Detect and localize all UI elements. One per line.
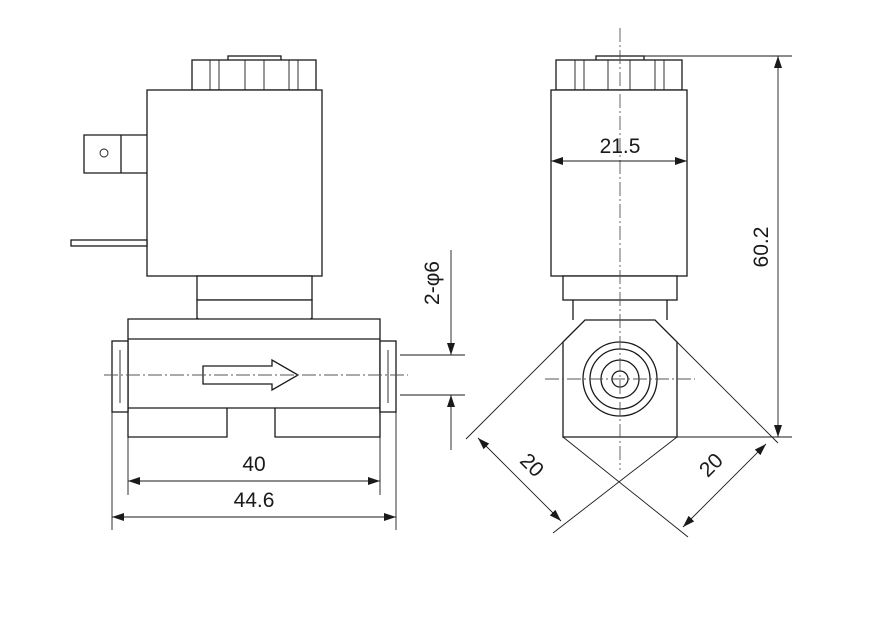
dim-body-length: 40 [127, 437, 381, 495]
dim-port-spec: 2-φ6 [400, 250, 465, 450]
terminal-hole-icon [99, 148, 109, 158]
front-terminal [70, 134, 148, 247]
dim-coil-width: 21.5 [551, 135, 687, 165]
dim-hex-flat-left-label: 20 [515, 449, 548, 482]
side-coil-body [550, 89, 688, 277]
dim-body-length-label: 40 [242, 453, 265, 476]
front-coil-body [146, 89, 323, 277]
dim-overall-height-label: 60.2 [750, 227, 773, 268]
dim-hex-flat-left: 20 [477, 437, 562, 522]
dim-port-spec-label: 2-φ6 [421, 261, 444, 305]
flow-direction-arrow-icon [202, 358, 300, 392]
dim-hex-flat-right: 20 [682, 443, 767, 528]
dim-coil-width-label: 21.5 [600, 135, 641, 158]
side-coil-cap [555, 55, 683, 91]
hex-extension-lines [465, 341, 779, 538]
front-coil-cap [191, 55, 317, 91]
side-view: 21.5 60.2 20 20 [465, 28, 792, 538]
dim-overall-length-label: 44.6 [234, 489, 275, 512]
dim-hex-flat-right-label: 20 [695, 449, 728, 482]
dim-overall-height: 60.2 [620, 55, 792, 438]
front-valve-body [111, 318, 397, 438]
front-view: 40 44.6 2-φ6 [70, 55, 465, 530]
dim-overall-length: 44.6 [111, 412, 397, 530]
